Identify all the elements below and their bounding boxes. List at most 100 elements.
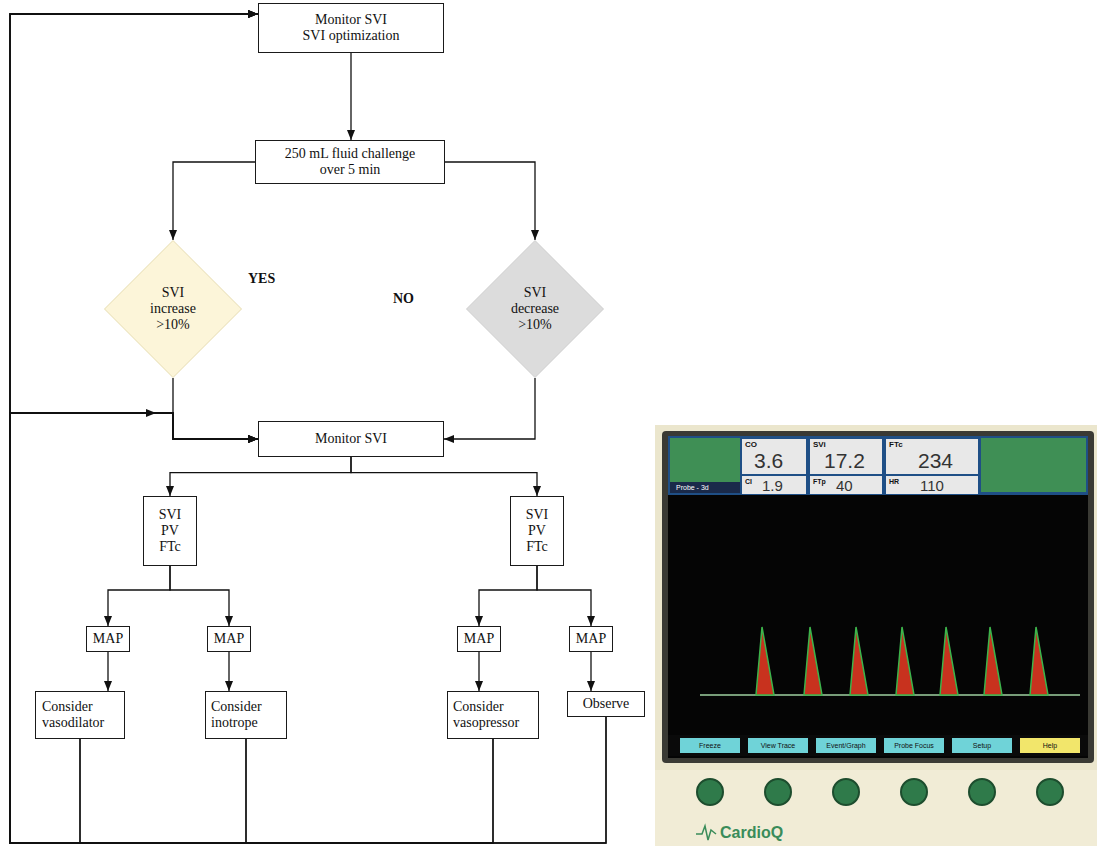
control-knob (901, 779, 927, 805)
screen-value: 17.2 (824, 450, 865, 471)
connector-arrow (10, 14, 493, 843)
branch-label: YES (248, 272, 275, 286)
control-knob (697, 779, 723, 805)
parameter-box: MAP (86, 626, 130, 652)
button-label: Probe Focus (884, 742, 944, 749)
screen-label: HR (889, 478, 899, 485)
connector-arrow (173, 162, 255, 240)
screen-header (668, 436, 1088, 495)
button-label: Help (1020, 742, 1080, 749)
waveform-spike (804, 627, 822, 695)
logo-symbol (696, 826, 716, 840)
text-group: MAP (464, 631, 494, 647)
text-group: Observe (583, 696, 630, 712)
connector-arrow (10, 413, 493, 843)
text-group: SVI PV FTc (522, 507, 552, 555)
screen-label: SVi (813, 441, 826, 449)
connector-arrow (445, 162, 535, 240)
screen-value: 3.6 (754, 450, 783, 471)
node-text: Observe (583, 696, 630, 712)
screen-value: 110 (920, 478, 944, 493)
control-knob (833, 779, 859, 805)
button-label: Event/Graph (816, 742, 876, 749)
waveform-spike (1030, 627, 1048, 695)
node-text: 250 mL fluid challenge over 5 min (275, 146, 425, 178)
text-group: SVI decrease >10% (505, 285, 565, 333)
decision-diamond: SVI increase >10% (104, 240, 242, 378)
connector-arrow (173, 378, 258, 439)
monitor-casing (655, 425, 1097, 846)
text-group: Monitor SVI (315, 431, 387, 447)
process-box: 250 mL fluid challenge over 5 min (255, 140, 445, 184)
value-box (742, 439, 806, 474)
soft-button (748, 738, 808, 753)
screen-label: CO (745, 441, 757, 449)
screen-bezel (662, 431, 1094, 763)
node-text: Monitor SVI (303, 12, 400, 28)
value-box (886, 476, 978, 494)
soft-button (680, 738, 740, 753)
node-text: MAP (93, 631, 123, 647)
connector-arrow (10, 14, 606, 843)
connector-arrow (537, 566, 591, 626)
text-group: MAP (576, 631, 606, 647)
screen-label: FTc (889, 441, 903, 449)
waveform-spike (984, 627, 1002, 695)
info-panel (670, 438, 740, 482)
connector-arrow (351, 457, 537, 496)
parameter-box: MAP (457, 626, 501, 652)
screen (668, 436, 1088, 758)
screen-label: Probe - 3d (676, 484, 709, 491)
node-text: Consider vasopressor (453, 699, 533, 731)
text-group: MAP (214, 631, 244, 647)
button-label: Setup (952, 742, 1012, 749)
value-box (810, 476, 882, 494)
soft-button (1020, 738, 1080, 753)
screen-value: 234 (918, 450, 953, 471)
connector-arrow (107, 652, 108, 691)
connector-arrow (10, 413, 606, 843)
node-text: SVI optimization (303, 28, 400, 44)
node-text: Consider inotrope (211, 699, 281, 731)
node-text: MAP (576, 631, 606, 647)
process-box: Monitor SVISVI optimization (258, 3, 444, 53)
cardioq-monitor (655, 425, 1097, 846)
parameter-box: SVI PV FTc (510, 496, 564, 566)
button-bar (668, 735, 1088, 756)
text-group: Consider inotrope (211, 699, 281, 731)
parameter-box: SVI PV FTc (143, 496, 197, 566)
connector-arrow (10, 413, 258, 843)
control-knob (969, 779, 995, 805)
value-box (742, 476, 806, 494)
node-text: MAP (464, 631, 494, 647)
connector-arrow (10, 413, 258, 843)
text-group: SVI increase >10% (145, 285, 201, 333)
text-group: Monitor SVISVI optimization (303, 12, 400, 44)
button-label: View Trace (748, 742, 808, 749)
action-box: Observe (567, 691, 645, 717)
parameter-box: MAP (207, 626, 251, 652)
text-group: MAP (93, 631, 123, 647)
process-box: Monitor SVI (258, 421, 444, 457)
waveform-spike (850, 627, 868, 695)
soft-button (952, 738, 1012, 753)
connector-arrow (170, 457, 351, 496)
value-box (810, 439, 882, 474)
decision-diamond: SVI decrease >10% (466, 240, 604, 378)
control-knob (765, 779, 791, 805)
brand-logo: CardioQ (720, 825, 783, 841)
node-text: MAP (214, 631, 244, 647)
screen-value: 1.9 (762, 478, 783, 493)
connector-arrow (478, 652, 479, 691)
control-knob (1037, 779, 1063, 805)
action-box: Consider vasopressor (447, 691, 539, 739)
text-group: Consider vasodilator (42, 699, 118, 731)
branch-label: NO (393, 292, 414, 306)
monitor-casing (655, 770, 1097, 846)
node-text: Consider vasodilator (42, 699, 118, 731)
action-box: Consider vasodilator (35, 691, 125, 739)
connector-arrow (479, 566, 537, 626)
